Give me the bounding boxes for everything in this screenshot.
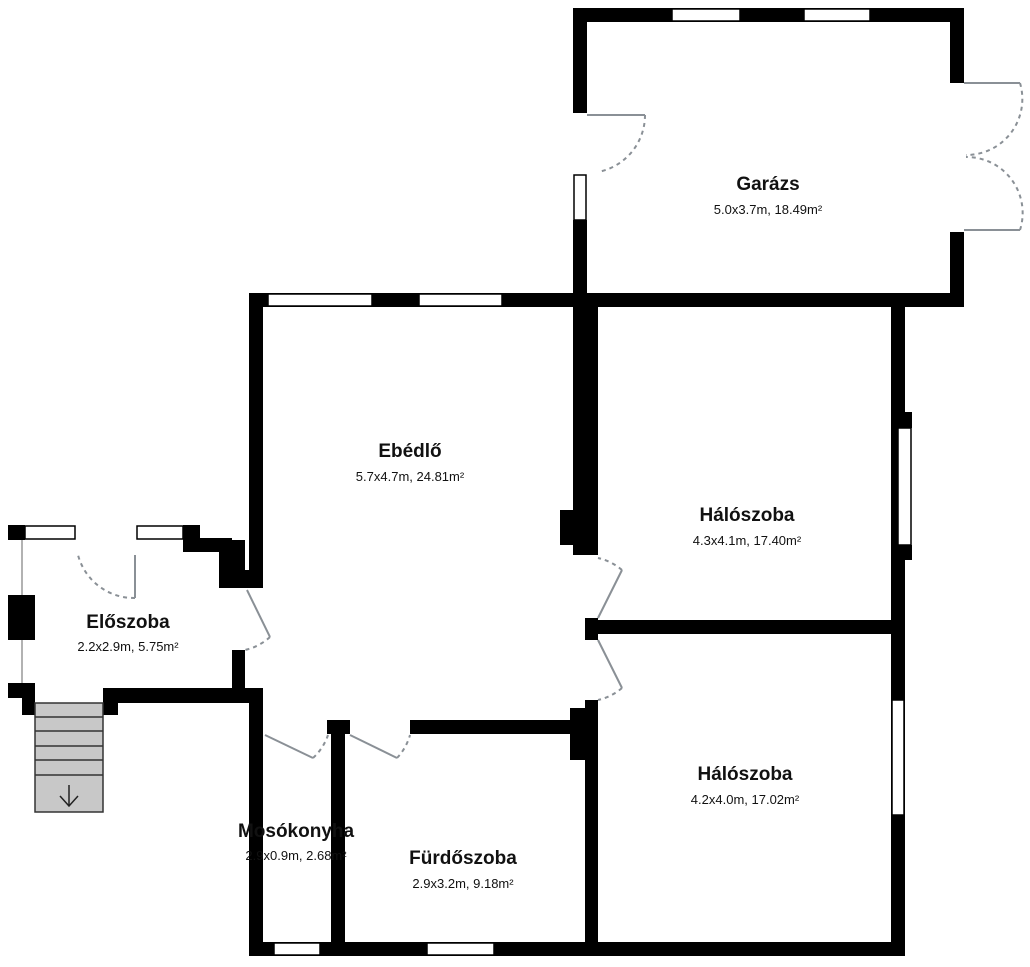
- room-labels: Garázs 5.0x3.7m, 18.49m² Ebédlő 5.7x4.7m…: [77, 174, 822, 891]
- room-name: Garázs: [736, 174, 799, 195]
- doors: [77, 82, 1024, 759]
- room-dims: 5.0x3.7m, 18.49m²: [714, 202, 823, 217]
- room-dims: 5.7x4.7m, 24.81m²: [356, 469, 465, 484]
- windows: [21, 8, 912, 956]
- room-dims: 2.9x0.9m, 2.68m²: [245, 848, 347, 863]
- room-name: Hálószoba: [699, 505, 794, 526]
- room-name: Hálószoba: [697, 764, 792, 785]
- room-name: Ebédlő: [378, 441, 441, 462]
- room-name: Előszoba: [86, 612, 170, 633]
- room-dims: 2.9x3.2m, 9.18m²: [412, 876, 514, 891]
- room-dims: 2.2x2.9m, 5.75m²: [77, 639, 179, 654]
- room-name: Fürdőszoba: [409, 848, 517, 869]
- arrow-down-icon: [59, 785, 79, 808]
- room-name: Mosókonyha: [238, 821, 355, 842]
- room-dims: 4.2x4.0m, 17.02m²: [691, 792, 800, 807]
- stairs: [34, 702, 104, 813]
- walls: [8, 8, 964, 956]
- room-dims: 4.3x4.1m, 17.40m²: [693, 533, 802, 548]
